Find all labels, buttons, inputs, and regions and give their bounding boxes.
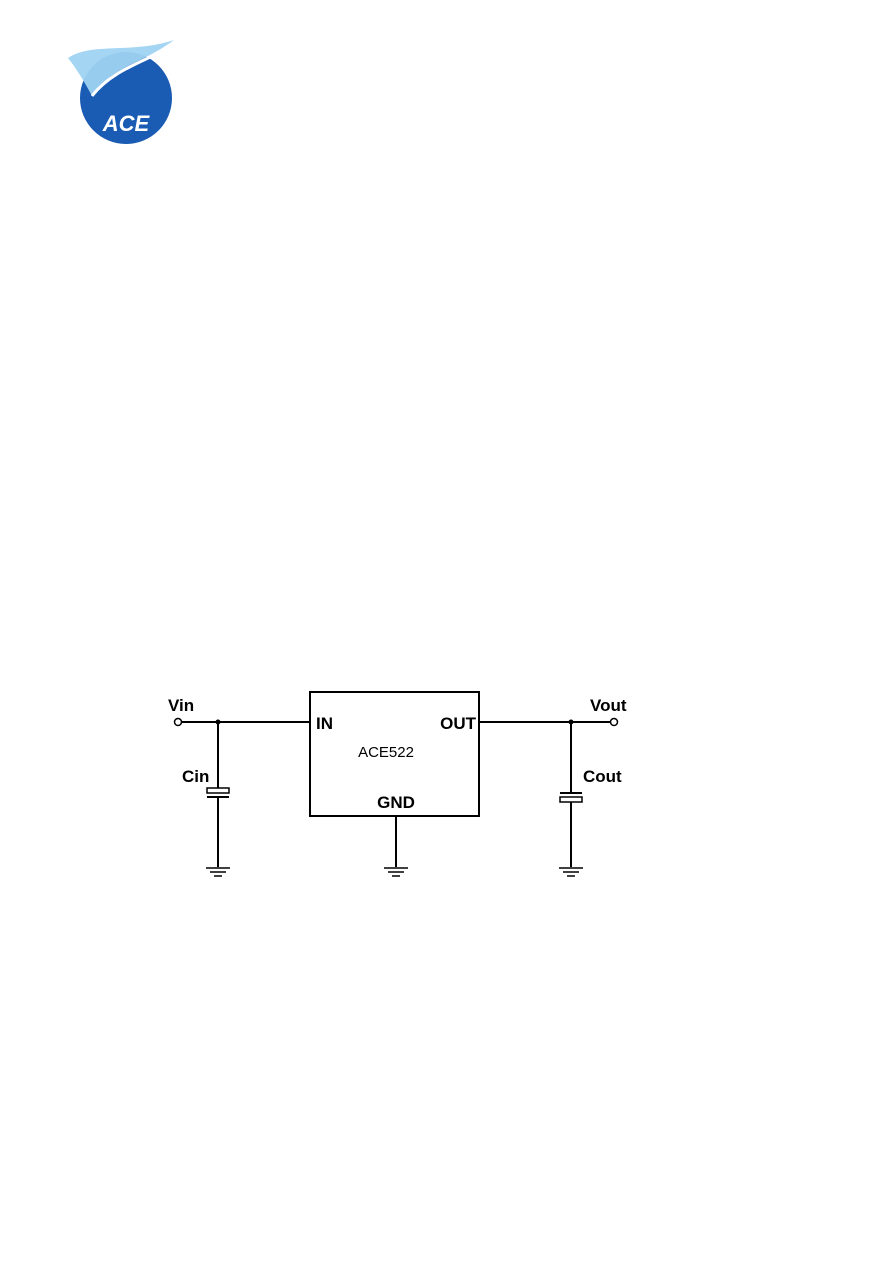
logo-swoosh-line [90,44,173,97]
ace-logo: ACE [68,40,174,144]
logo-swoosh [68,40,174,96]
chip-name: ACE522 [358,744,414,761]
cin-label: Cin [182,767,209,786]
logo-text: ACE [102,111,151,136]
cout-label: Cout [583,767,622,786]
vin-label: Vin [168,696,194,715]
vout-terminal [609,717,619,727]
cout-plate-bottom [559,796,583,803]
ground-symbol-cin [206,867,230,877]
application-circuit-diagram: Vin Cin IN OUT ACE522 GND Vout Cout [168,691,627,877]
ground-symbol-chip [384,867,408,877]
cin-plate-top [206,787,230,794]
ground-symbol-cout [559,867,583,877]
vout-label: Vout [590,696,627,715]
pin-in-label: IN [316,714,333,733]
pin-gnd-label: GND [377,793,415,812]
vin-terminal [173,717,183,727]
chip-body [309,691,480,817]
pin-out-label: OUT [440,714,477,733]
